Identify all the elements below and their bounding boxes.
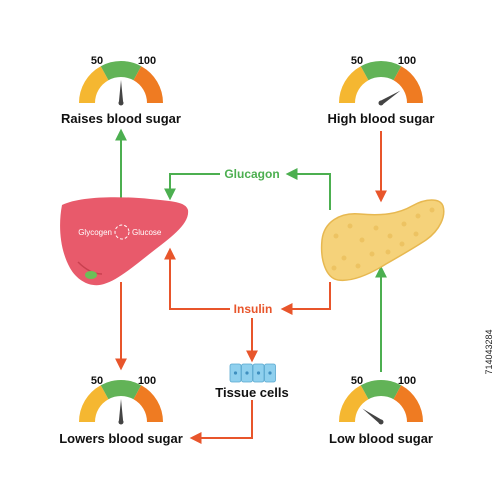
insulin-label: Insulin: [234, 302, 273, 316]
gauge-high-high-zone: [393, 66, 423, 103]
gauge-raises-hub-icon: [118, 100, 124, 106]
gauge-high-hub-icon: [378, 100, 384, 106]
arrows: [115, 128, 387, 444]
gauge-lowers-tick-100: 100: [138, 375, 156, 387]
gauge-low-hub-icon: [378, 419, 384, 425]
gauge-lowers-normal-zone: [100, 380, 142, 400]
gauge-high-low-zone: [339, 66, 369, 103]
liver-glycogen-text: Glycogen: [78, 228, 112, 237]
gallbladder-icon: [85, 271, 97, 279]
arrow-glucagon-to-liver: [164, 173, 220, 201]
arrow-tissue-to-lowers: [189, 400, 253, 444]
tissue-cells-label: Tissue cells: [215, 385, 288, 400]
gauge-raises-tick-50: 50: [91, 55, 103, 67]
gauge-lowers-low-zone: [79, 385, 109, 422]
liver-shading-icon: [77, 261, 103, 275]
tissue-cells: Tissue cells: [215, 363, 289, 400]
tissue-cell-nucleus: [256, 371, 261, 375]
gauge-raises-normal-zone: [100, 61, 142, 81]
gauge-low-tick-50: 50: [351, 375, 363, 387]
gauge-raises-tick-100: 100: [138, 55, 156, 67]
tissue-cell-nucleus: [233, 371, 238, 375]
gauge-high-normal-zone: [360, 61, 402, 81]
liver-icon: [60, 197, 189, 286]
gauge-lowers-needle-icon: [118, 399, 124, 422]
gauge-low-low-zone: [339, 385, 369, 422]
liver-illustration: Glycogen Glucose: [60, 197, 189, 286]
gauge-raises-high-zone: [133, 66, 163, 103]
liver-glucose-text: Glucose: [132, 228, 162, 237]
pancreas-icon: [320, 199, 445, 282]
gauge-raises: 50 100 Raises blood sugar: [61, 55, 181, 126]
gauge-low: 50 100 Low blood sugar: [329, 375, 433, 446]
gauge-raises-low-zone: [79, 66, 109, 103]
gauge-low-tick-100: 100: [398, 375, 416, 387]
tissue-cells-icon: [229, 363, 276, 383]
gauge-lowers: 50 100 Lowers blood sugar: [59, 375, 183, 446]
gauge-high-tick-50: 50: [351, 55, 363, 67]
arrow-glucagon-from-pancreas: [285, 168, 331, 210]
gauge-lowers-tick-50: 50: [91, 375, 103, 387]
gauge-high: 50 100 High blood sugar: [328, 55, 435, 126]
pancreas-illustration: [320, 199, 445, 282]
gauge-low-high-zone: [393, 385, 423, 422]
gauge-raises-label: Raises blood sugar: [61, 111, 181, 126]
arrow-insulin-to-liver: [164, 247, 230, 310]
gauge-high-label: High blood sugar: [328, 111, 435, 126]
gauge-low-needle-icon: [362, 408, 383, 424]
tissue-cell-nucleus: [245, 371, 249, 375]
gauge-lowers-label: Lowers blood sugar: [59, 431, 183, 446]
gauge-raises-needle-icon: [118, 80, 124, 103]
pancreas-texture-icon: [331, 207, 435, 271]
glucagon-label: Glucagon: [224, 167, 279, 181]
gauge-lowers-high-zone: [133, 385, 163, 422]
gauge-high-needle-icon: [379, 90, 401, 105]
gauge-low-normal-zone: [360, 380, 402, 400]
gauge-high-tick-100: 100: [398, 55, 416, 67]
tissue-cell-nucleus: [268, 371, 272, 375]
gauge-lowers-hub-icon: [118, 419, 124, 425]
arrow-insulin-from-pancreas: [280, 282, 331, 315]
gauge-low-label: Low blood sugar: [329, 431, 433, 446]
stock-id: 714043284: [484, 329, 494, 374]
conversion-cycle-icon: [114, 224, 130, 240]
